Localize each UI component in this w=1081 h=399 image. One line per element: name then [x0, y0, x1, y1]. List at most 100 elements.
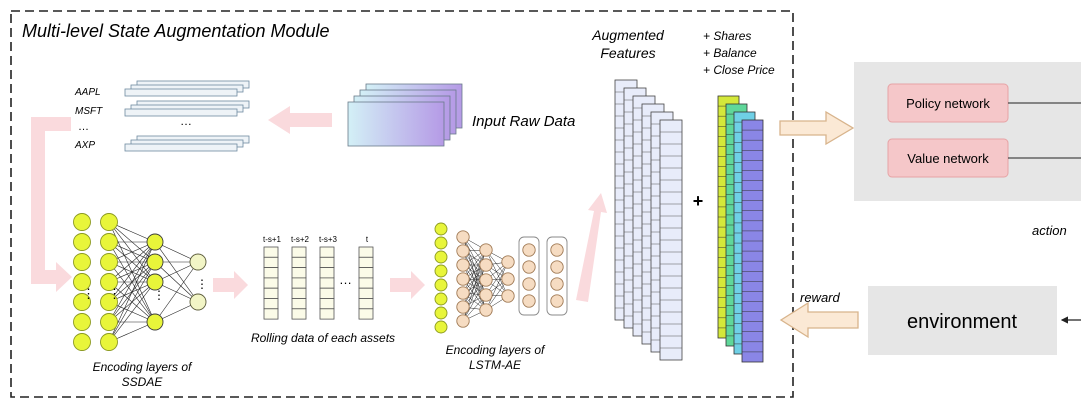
rolling-ellipsis: … [339, 272, 352, 287]
rolling-cell [291, 267, 307, 279]
ticker-label: MSFT [75, 106, 103, 117]
connection-line [462, 236, 487, 281]
rolling-cell [319, 308, 335, 320]
lstm-caption: LSTM-AE [469, 358, 522, 372]
connection-line [108, 241, 156, 323]
neuron-node [146, 233, 164, 251]
rolling-cell [319, 246, 335, 258]
neuron-node [550, 243, 564, 257]
neuron-node [479, 243, 493, 257]
lstm-cell-box [518, 236, 540, 316]
lstm-nodes [434, 222, 515, 334]
rolling-cell [291, 256, 307, 268]
ssdae-ellipsis: ⋮ [82, 286, 95, 301]
neuron-node [434, 250, 448, 264]
neuron-node [522, 294, 536, 308]
neuron-node [146, 313, 164, 331]
neuron-node [501, 272, 515, 286]
rolling-cell [319, 256, 335, 268]
neuron-node [189, 253, 207, 271]
rolling-cell [291, 308, 307, 320]
neuron-node [100, 333, 118, 351]
augmented-feature-columns [614, 79, 683, 361]
module-border [10, 10, 794, 398]
module-title: Multi-level State Augmentation Module [22, 21, 330, 41]
neuron-node [146, 253, 164, 271]
arrow-rolling-to-lstm [390, 271, 425, 299]
neuron-node [456, 286, 470, 300]
neuron-node [73, 233, 91, 251]
rolling-cell [263, 287, 279, 299]
rolling-cell [263, 256, 279, 268]
neuron-node [73, 213, 91, 231]
rolling-cell [358, 308, 374, 320]
connection-line [108, 261, 156, 343]
neuron-node [550, 277, 564, 291]
rolling-cell [263, 277, 279, 289]
neuron-node [73, 313, 91, 331]
rolling-cell [358, 246, 374, 258]
neuron-node [456, 244, 470, 258]
extra-feature-label: + Close Price [703, 63, 775, 77]
neuron-node [456, 300, 470, 314]
rolling-cell [263, 298, 279, 310]
neuron-node [100, 213, 118, 231]
lstm-cell-box [546, 236, 568, 316]
neuron-node [434, 222, 448, 236]
extra-feature-label: + Shares [703, 29, 751, 43]
augmented-feature-column [659, 119, 683, 361]
rolling-cell [263, 308, 279, 320]
neuron-node [522, 243, 536, 257]
ticker-bar-stack [124, 135, 250, 152]
extra-feature-column [741, 119, 764, 363]
neuron-node [434, 278, 448, 292]
neuron-node [522, 277, 536, 291]
neuron-node [456, 314, 470, 328]
connection-line [108, 241, 156, 283]
neuron-node [434, 320, 448, 334]
neuron-node [456, 230, 470, 244]
ticker-bar-stack [124, 100, 250, 117]
connection-line [108, 281, 156, 343]
ticker-labels: AAPL MSFT … AXP [74, 87, 103, 151]
input-raw-data-label: Input Raw Data [472, 113, 575, 130]
rolling-cell [319, 298, 335, 310]
rolling-cell [358, 277, 374, 289]
ssdae-caption: SSDAE [122, 375, 164, 389]
rolling-cell [291, 277, 307, 289]
augmented-features-label: Augmented [591, 27, 665, 43]
rolling-cell [291, 298, 307, 310]
rolling-cell [358, 256, 374, 268]
rolling-caption: Rolling data of each assets [251, 331, 395, 345]
neuron-node [100, 273, 118, 291]
connection-line [462, 250, 487, 296]
rolling-cell [319, 267, 335, 279]
policy-network-label: Policy network [906, 96, 990, 111]
connection-line [462, 249, 487, 294]
neuron-node [501, 289, 515, 303]
neuron-node [100, 253, 118, 271]
lstm-caption: Encoding layers of [446, 343, 546, 357]
rolling-cell [319, 277, 335, 289]
ticker-label: AXP [74, 140, 95, 151]
ticker-label: … [78, 121, 89, 133]
neuron-node [100, 313, 118, 331]
action-label: action [1032, 223, 1067, 238]
connection-line [154, 261, 199, 303]
neuron-node [434, 264, 448, 278]
neuron-node [189, 293, 207, 311]
arrow-to-agent [779, 110, 855, 146]
plus-sign: + [693, 191, 704, 211]
neuron-node [146, 273, 164, 291]
rolling-label: t-s+2 [291, 235, 310, 244]
connection-line [485, 261, 509, 311]
ssdae-ellipsis: ⋮ [196, 277, 208, 291]
connection-line [462, 264, 487, 311]
neuron-node [479, 273, 493, 287]
neuron-node [434, 236, 448, 250]
rolling-cell [291, 246, 307, 258]
neuron-node [479, 288, 493, 302]
neuron-node [100, 233, 118, 251]
neuron-node [522, 260, 536, 274]
